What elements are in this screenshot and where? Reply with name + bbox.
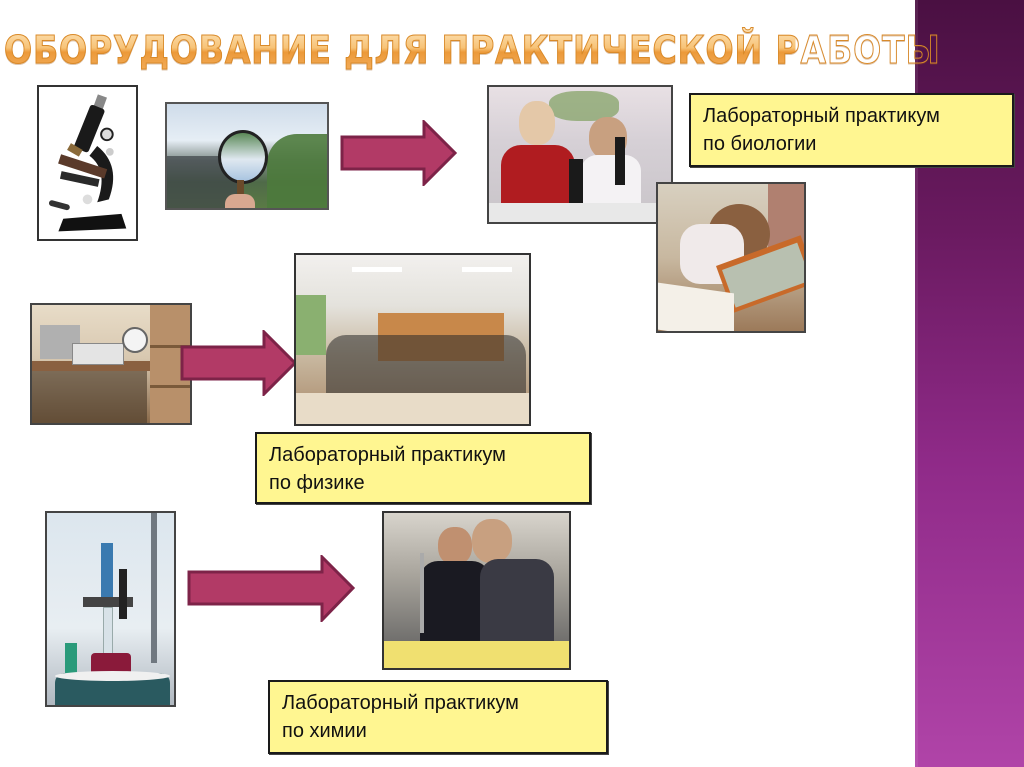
biology-label-line2: по биологии: [703, 133, 817, 155]
physics-label-line2: по физике: [269, 472, 365, 494]
arrow-right-icon: [187, 555, 356, 622]
chemistry-label: Лабораторный практикум по химии: [268, 680, 608, 754]
students-chemistry-experiment-photo: [382, 511, 571, 670]
biology-label: Лабораторный практикум по биологии: [689, 93, 1014, 167]
magnifier-lens-icon: [218, 130, 268, 184]
microscope-icon: [48, 94, 127, 232]
physics-label: Лабораторный практикум по физике: [255, 432, 591, 504]
slide-title: ОБОРУДОВАНИЕ ДЛЯ ПРАКТИЧЕСКОЙ РАБОТЫ: [4, 28, 941, 73]
physics-classroom-photo: [294, 253, 531, 426]
students-with-microscopes-photo: [487, 85, 673, 224]
chemistry-titration-setup-photo: [45, 511, 176, 707]
magnifying-glass-photo: [165, 102, 329, 210]
physics-lab-equipment-photo: [30, 303, 192, 425]
physics-label-line1: Лабораторный практикум: [269, 444, 506, 466]
biology-label-line1: Лабораторный практикум: [703, 105, 940, 127]
student-examining-insect-collection-photo: [656, 182, 806, 333]
arrow-right-icon: [180, 330, 298, 396]
arrow-right-icon: [340, 120, 458, 186]
microscope-photo: [37, 85, 138, 241]
chemistry-label-line2: по химии: [282, 720, 367, 742]
chemistry-label-line1: Лабораторный практикум: [282, 692, 519, 714]
